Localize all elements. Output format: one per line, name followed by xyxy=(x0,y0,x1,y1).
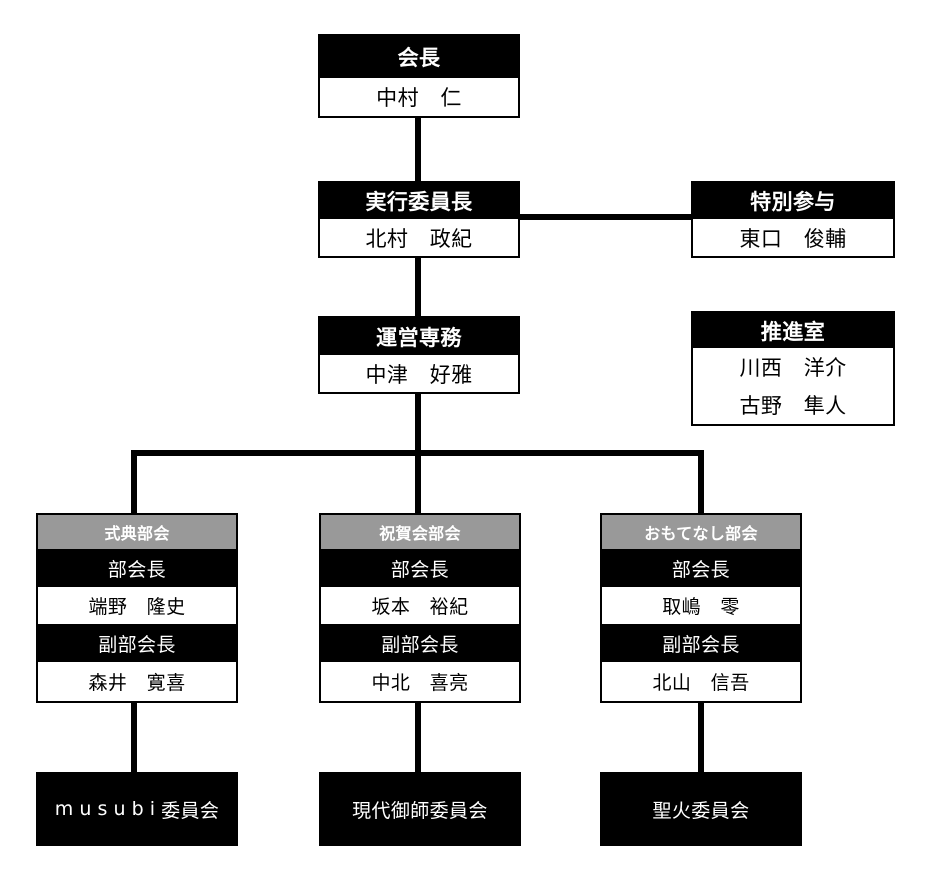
department-2-vice-name: 中北 喜亮 xyxy=(321,662,519,701)
node-president[interactable]: 会長 中村 仁 xyxy=(318,34,520,118)
node-special-advisor[interactable]: 特別参与 東口 俊輔 xyxy=(691,181,895,258)
connector-executive-chair-to-special-advisor xyxy=(519,214,691,220)
managing-director-name: 中津 好雅 xyxy=(320,355,518,392)
committee-3-label: 聖火委員会 xyxy=(602,774,800,844)
promotion-office-title: 推進室 xyxy=(693,313,893,348)
connector-bus-to-department-3 xyxy=(698,450,704,515)
connector-department-2-to-committee xyxy=(415,703,421,773)
executive-chair-title: 実行委員長 xyxy=(320,183,518,219)
committee-2-label: 現代御師委員会 xyxy=(321,774,519,844)
connector-president-to-executive-chair xyxy=(415,117,421,183)
department-2-chief-name: 坂本 裕紀 xyxy=(321,587,519,624)
department-2-name: 祝賀会部会 xyxy=(321,515,519,549)
node-department-1[interactable]: 式典部会 部会長 端野 隆史 副部会長 森井 寛喜 xyxy=(36,513,238,703)
promotion-office-member-1: 川西 洋介 xyxy=(693,348,893,386)
committee-1-suffix: 委員会 xyxy=(161,799,220,822)
managing-director-title: 運営専務 xyxy=(320,318,518,355)
president-name: 中村 仁 xyxy=(320,78,518,116)
department-3-chief-name: 取嶋 零 xyxy=(602,587,800,624)
node-executive-chair[interactable]: 実行委員長 北村 政紀 xyxy=(318,181,520,258)
department-2-vice-label: 副部会長 xyxy=(321,624,519,662)
promotion-office-member-2: 古野 隼人 xyxy=(693,386,893,424)
node-promotion-office[interactable]: 推進室 川西 洋介 古野 隼人 xyxy=(691,311,895,426)
president-title: 会長 xyxy=(320,36,518,78)
department-1-chief-name: 端野 隆史 xyxy=(38,587,236,624)
committee-2-suffix: 現代御師委員会 xyxy=(352,799,488,822)
department-3-vice-label: 副部会長 xyxy=(602,624,800,662)
connector-executive-chair-to-managing-director xyxy=(415,256,421,318)
node-committee-2[interactable]: 現代御師委員会 xyxy=(319,772,521,846)
department-2-chief-label: 部会長 xyxy=(321,549,519,587)
department-1-name: 式典部会 xyxy=(38,515,236,549)
department-3-name: おもてなし部会 xyxy=(602,515,800,549)
department-1-vice-label: 副部会長 xyxy=(38,624,236,662)
node-department-3[interactable]: おもてなし部会 部会長 取嶋 零 副部会長 北山 信吾 xyxy=(600,513,802,703)
department-1-chief-label: 部会長 xyxy=(38,549,236,587)
committee-3-suffix: 聖火委員会 xyxy=(652,799,750,822)
executive-chair-name: 北村 政紀 xyxy=(320,219,518,256)
special-advisor-name: 東口 俊輔 xyxy=(693,219,893,256)
connector-department-3-to-committee xyxy=(698,703,704,773)
connector-bus-to-department-1 xyxy=(131,450,137,515)
special-advisor-title: 特別参与 xyxy=(693,183,893,219)
node-committee-3[interactable]: 聖火委員会 xyxy=(600,772,802,846)
connector-bus-to-department-2 xyxy=(415,450,421,515)
committee-1-latin-prefix: musubi xyxy=(54,798,162,820)
department-3-chief-label: 部会長 xyxy=(602,549,800,587)
department-3-vice-name: 北山 信吾 xyxy=(602,662,800,701)
node-managing-director[interactable]: 運営専務 中津 好雅 xyxy=(318,316,520,394)
department-1-vice-name: 森井 寛喜 xyxy=(38,662,236,701)
connector-department-1-to-committee xyxy=(131,703,137,773)
node-department-2[interactable]: 祝賀会部会 部会長 坂本 裕紀 副部会長 中北 喜亮 xyxy=(319,513,521,703)
connector-managing-director-drop xyxy=(415,392,421,455)
